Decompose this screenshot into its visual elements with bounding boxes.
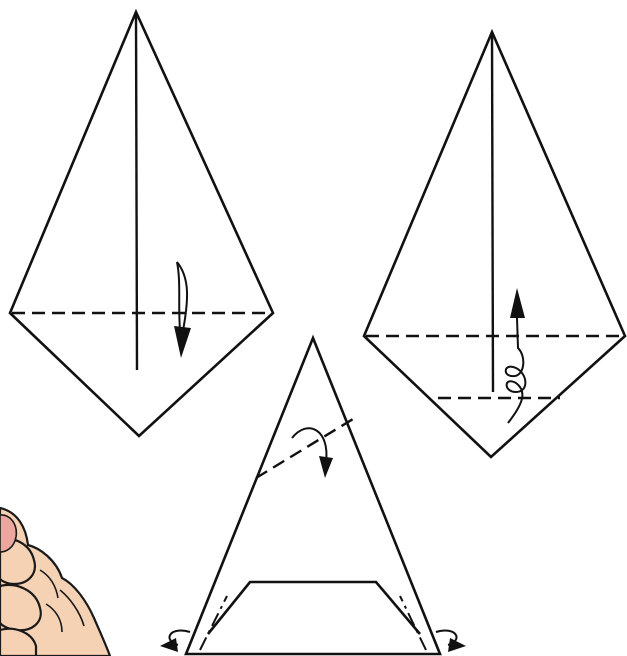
hand-fingernail: [0, 514, 18, 553]
step-a-outline: [8, 8, 275, 438]
step-c-fold-down-arrow-icon: [291, 427, 333, 478]
step-c-diagonal-valley-fold: [255, 414, 359, 480]
step-c-arrow-curve: [291, 427, 328, 463]
step-b-center-crease: [490, 33, 495, 393]
step-a-center-crease: [134, 13, 139, 371]
hand-finger-upper: [0, 537, 36, 586]
step-a-kite: [8, 8, 275, 438]
step-c-inner-flap: [206, 580, 421, 635]
hand-knuckle-line-3: [59, 589, 85, 627]
hand-finger-lower: [0, 627, 38, 656]
step-c-mountain-fold-right: [399, 595, 427, 651]
step-c-outline: [184, 334, 442, 656]
step-b-spiral-arrow: [504, 317, 527, 424]
step-c-arrow-head: [319, 456, 333, 478]
step-c-tuck-arrow-right-icon: [435, 629, 466, 652]
step-c-tuck-arrow-right-head: [448, 638, 466, 652]
step-a-arrow-head: [174, 326, 191, 358]
step-a-fold-arrow-icon: [174, 261, 191, 358]
hand-knuckle-line-2: [45, 603, 63, 633]
hand-finger-middle: [0, 583, 42, 632]
step-c-tuck-arrow-left-head: [160, 638, 178, 652]
step-b-outline: [362, 28, 627, 459]
step-b-fold-up-arrow-icon: [504, 288, 527, 424]
step-a-arrow-tail: [176, 261, 181, 331]
step-c-tuck-arrow-left-icon: [160, 629, 191, 652]
hand-icon: [0, 506, 112, 656]
hand-knuckle-line-1: [39, 569, 59, 599]
step-c-triangle: [160, 334, 466, 656]
step-b-arrow-head: [510, 288, 525, 318]
step-a-arrow-curve: [176, 261, 189, 337]
step-b-kite: [362, 28, 627, 459]
step-c-mountain-fold-left: [199, 595, 228, 651]
